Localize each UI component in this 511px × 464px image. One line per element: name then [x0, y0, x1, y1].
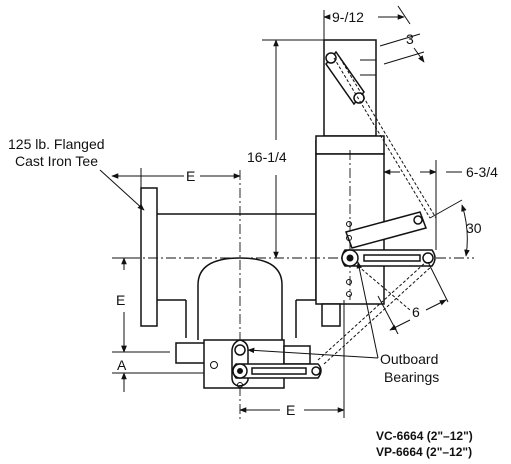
dimension-30: 30: [429, 199, 482, 257]
dim-E-top-label: E: [186, 168, 195, 184]
dim-30-label: 30: [466, 220, 482, 236]
model-label-vc: VC-6664 (2"–12"): [376, 429, 473, 443]
tee-label-line2: Cast Iron Tee: [15, 153, 98, 169]
dim-3-label: 3: [406, 31, 414, 47]
model-label-vp: VP-6664 (2"–12"): [376, 445, 472, 459]
dimension-9-12: 9-/12: [323, 5, 411, 40]
dim-16-1-4-label: 16-1/4: [247, 149, 287, 165]
tee-callout: 125 lb. Flanged Cast Iron Tee: [8, 136, 145, 211]
bearings-callout: Outboard Bearings: [247, 261, 439, 385]
lower-chain: [317, 261, 433, 365]
dim-E-bottom-label: E: [286, 402, 295, 418]
bearings-label-line2: Bearings: [384, 369, 439, 385]
dimension-E-top: E: [111, 168, 241, 188]
dim-9-12-label: 9-/12: [332, 9, 364, 25]
dim-6-3-4-label: 6-3/4: [466, 164, 498, 180]
bottom-lever: [231, 339, 322, 388]
tee-label-line1: 125 lb. Flanged: [8, 136, 105, 152]
dim-E-left-label: E: [116, 292, 125, 308]
bearings-label-line1: Outboard: [380, 351, 438, 367]
tee-flange: [140, 187, 158, 327]
dimension-6: 6: [377, 261, 449, 335]
dimension-E-bottom: E: [239, 300, 345, 418]
dimension-A: A: [112, 340, 204, 392]
dim-6-label: 6: [412, 304, 420, 320]
top-lever: [325, 50, 437, 219]
dimension-16-1-4: 16-1/4: [247, 39, 324, 259]
tee-body: [157, 140, 317, 340]
middle-lever: [341, 211, 436, 311]
dimension-3: 3: [379, 31, 425, 65]
dimension-6-3-4: 6-3/4: [383, 160, 498, 250]
dim-A-label: A: [117, 357, 127, 373]
